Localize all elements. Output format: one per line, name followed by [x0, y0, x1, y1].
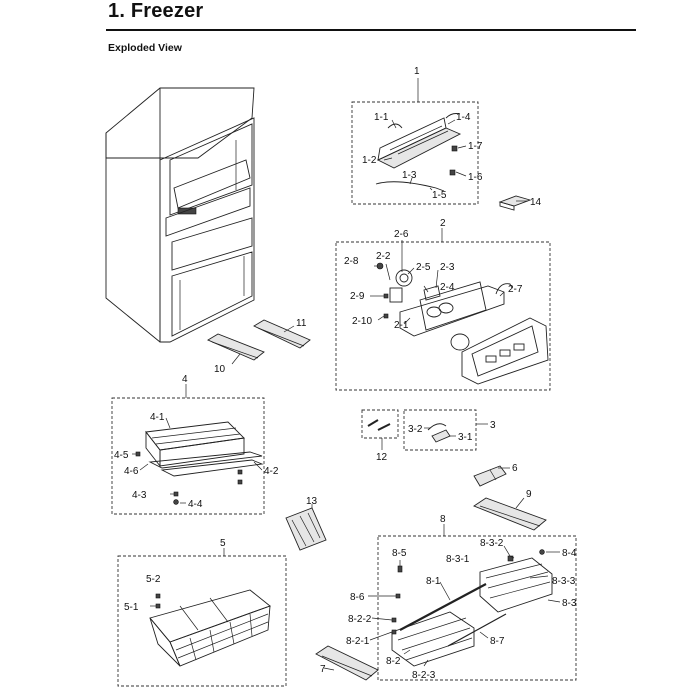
callout-2-10: 2-10	[352, 316, 372, 327]
callout-5: 5	[220, 538, 226, 549]
callout-3: 3	[490, 420, 496, 431]
callout-3-1: 3-1	[458, 432, 473, 443]
callout-2-4: 2-4	[440, 282, 455, 293]
callout-8-3-1: 8-3-1	[446, 554, 470, 565]
callout-5-2: 5-2	[146, 574, 161, 585]
callout-2-1: 2-1	[394, 320, 409, 331]
callout-4-2: 4-2	[264, 466, 279, 477]
callout-1: 1	[414, 66, 420, 77]
callout-1-5: 1-5	[432, 190, 447, 201]
callout-4-6: 4-6	[124, 466, 139, 477]
part-9	[473, 497, 547, 531]
callout-1-4: 1-4	[456, 112, 471, 123]
group-5-box	[117, 555, 287, 687]
callout-8-3-3: 8-3-3	[552, 576, 576, 587]
cabinet-vent	[177, 207, 197, 215]
callout-8-7: 8-7	[490, 636, 505, 647]
part-5-basket	[149, 589, 271, 667]
part-3-assembly	[427, 423, 451, 443]
callout-1-6: 1-6	[468, 172, 483, 183]
callout-8-5: 8-5	[392, 548, 407, 559]
callout-8-2-2: 8-2-2	[348, 614, 372, 625]
callout-1-7: 1-7	[468, 141, 483, 152]
callout-2-2: 2-2	[376, 251, 391, 262]
callout-2-6: 2-6	[394, 229, 409, 240]
part-6	[473, 465, 507, 487]
part-12	[367, 419, 391, 431]
callout-4-1: 4-1	[150, 412, 165, 423]
callout-2-8: 2-8	[344, 256, 359, 267]
callout-1-3: 1-3	[402, 170, 417, 181]
callout-12: 12	[376, 452, 388, 463]
part-10	[207, 333, 265, 361]
group-12-box	[361, 409, 399, 439]
callout-6: 6	[512, 463, 518, 474]
group-2-box	[335, 241, 551, 391]
callout-4: 4	[182, 374, 188, 385]
callout-11: 11	[296, 318, 307, 329]
callout-2: 2	[440, 218, 446, 229]
group-4-box	[111, 397, 265, 515]
callout-labels: 1 1-1 1-4 1-2 1-7 1-3 1-6 1-5 14 2 2-6 2…	[114, 66, 577, 681]
part-1-assembly	[375, 113, 462, 192]
page-title: 1. Freezer	[108, 0, 204, 22]
part-7	[315, 645, 379, 681]
part-11	[253, 319, 311, 349]
group-8-box	[377, 535, 577, 681]
callout-2-9: 2-9	[350, 291, 365, 302]
cabinet-lower-compartment	[171, 251, 253, 337]
part-13	[285, 507, 327, 551]
callout-8-4: 8-4	[562, 548, 577, 559]
callout-4-5: 4-5	[114, 450, 129, 461]
callout-5-1: 5-1	[124, 602, 139, 613]
callout-8-3: 8-3	[562, 598, 577, 609]
cabinet-top-panel	[105, 87, 255, 159]
callout-2-3: 2-3	[440, 262, 455, 273]
callout-8: 8	[440, 514, 446, 525]
section-subtitle: Exploded View	[108, 42, 182, 54]
callout-8-2-1: 8-2-1	[346, 636, 370, 647]
group-3-box	[403, 409, 477, 451]
part-8-assembly	[391, 549, 553, 667]
cabinet-middle-compartment	[171, 217, 253, 271]
group-1-box	[351, 101, 479, 205]
callout-8-3-2: 8-3-2	[480, 538, 504, 549]
callout-4-4: 4-4	[188, 499, 203, 510]
callout-3-2: 3-2	[408, 424, 423, 435]
callout-9: 9	[526, 489, 532, 500]
callout-8-6: 8-6	[350, 592, 365, 603]
callout-13: 13	[306, 496, 318, 507]
callout-14: 14	[530, 197, 542, 208]
callout-8-2-3: 8-2-3	[412, 670, 436, 681]
callout-7: 7	[320, 664, 326, 675]
title-underline	[106, 29, 636, 31]
callout-2-7: 2-7	[508, 284, 523, 295]
cabinet-upper-compartment	[169, 123, 253, 216]
callout-8-1: 8-1	[426, 576, 441, 587]
part-2-assembly	[376, 262, 549, 385]
part-4-assembly	[135, 421, 264, 505]
callout-1-2: 1-2	[362, 155, 377, 166]
cabinet-illustration	[105, 87, 255, 343]
callout-2-5: 2-5	[416, 262, 431, 273]
callout-8-2: 8-2	[386, 656, 401, 667]
cabinet-left-edge	[105, 133, 161, 343]
callout-10: 10	[214, 364, 226, 375]
part-14	[498, 195, 532, 211]
callout-1-1: 1-1	[374, 112, 389, 123]
callout-4-3: 4-3	[132, 490, 147, 501]
